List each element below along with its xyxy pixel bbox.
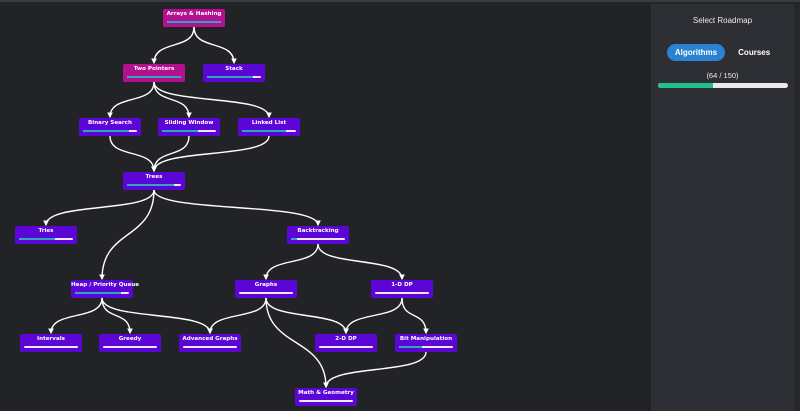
roadmap-node-tries[interactable]: Tries — [15, 226, 77, 244]
edge-graphs-to-math — [265, 297, 329, 389]
edge-heap-to-intervals — [48, 297, 103, 335]
edge-twopointers-to-sliding — [153, 81, 192, 119]
node-label: Arrays & Hashing — [166, 11, 222, 17]
progress-count: (64 / 150) — [706, 71, 739, 80]
roadmap-node-binary[interactable]: Binary Search — [79, 118, 141, 136]
edge-dp1-to-bit — [401, 297, 429, 335]
edge-arrays-to-twopointers — [151, 26, 195, 65]
node-progress-bar — [207, 76, 261, 78]
node-progress-fill — [399, 346, 422, 348]
node-progress-bar — [127, 76, 181, 78]
node-label: Backtracking — [297, 228, 339, 234]
node-label: Math & Geometry — [298, 390, 354, 396]
node-progress-fill — [127, 184, 174, 186]
tab-algorithms[interactable]: Algorithms — [666, 44, 726, 61]
node-label: Intervals — [37, 336, 65, 342]
node-progress-bar — [183, 346, 237, 348]
node-progress-bar — [167, 21, 221, 23]
edge-bit-to-math — [323, 351, 427, 389]
node-progress-bar — [75, 292, 129, 294]
node-progress-bar — [399, 346, 453, 348]
node-progress-bar — [83, 130, 137, 132]
node-progress-bar — [375, 292, 429, 294]
node-progress-fill — [83, 130, 129, 132]
node-label: Greedy — [118, 336, 142, 342]
roadmap-node-stack[interactable]: Stack — [203, 64, 265, 82]
node-progress-fill — [162, 130, 199, 132]
node-progress-fill — [207, 76, 254, 78]
node-progress-bar — [242, 130, 296, 132]
node-progress-bar — [239, 292, 293, 294]
roadmap-node-dp1[interactable]: 1-D DP — [371, 280, 433, 298]
roadmap-node-bit[interactable]: Bit Manipulation — [395, 334, 457, 352]
node-progress-bar — [127, 184, 181, 186]
node-label: Linked List — [251, 120, 287, 126]
roadmap-node-linked[interactable]: Linked List — [238, 118, 300, 136]
node-progress-bar — [319, 346, 373, 348]
roadmap-node-dp2[interactable]: 2-D DP — [315, 334, 377, 352]
roadmap-node-trees[interactable]: Trees — [123, 172, 185, 190]
edge-twopointers-to-linked — [153, 81, 272, 119]
roadmap-node-graphs[interactable]: Graphs — [235, 280, 297, 298]
node-progress-fill — [167, 21, 221, 23]
edge-twopointers-to-binary — [107, 81, 155, 119]
node-label: Tries — [38, 228, 54, 234]
roadmap-sidebar: Select Roadmap Algorithms Courses (64 / … — [651, 4, 794, 411]
roadmap-node-math[interactable]: Math & Geometry — [295, 388, 357, 406]
edge-dp1-to-dp2 — [343, 297, 403, 335]
roadmap-node-advgraphs[interactable]: Advanced Graphs — [179, 334, 241, 352]
edge-sliding-to-trees — [151, 135, 190, 173]
node-progress-bar — [19, 238, 73, 240]
node-progress-bar — [291, 238, 345, 240]
node-label: Trees — [145, 174, 163, 180]
edge-trees-to-heap — [99, 189, 155, 281]
roadmap-node-heap[interactable]: Heap / Priority Queue — [71, 280, 140, 298]
node-progress-fill — [291, 238, 297, 240]
edge-heap-to-advgraphs — [101, 297, 213, 335]
node-progress-bar — [299, 400, 353, 402]
roadmap-node-sliding[interactable]: Sliding Window — [158, 118, 220, 136]
edge-trees-to-tries — [43, 189, 155, 227]
node-label: Bit Manipulation — [399, 336, 453, 342]
node-progress-fill — [19, 238, 56, 240]
node-label: Sliding Window — [164, 120, 214, 126]
node-label: 2-D DP — [335, 336, 357, 342]
node-progress-bar — [162, 130, 216, 132]
tab-courses[interactable]: Courses — [738, 48, 771, 57]
overall-progress-bar — [658, 83, 788, 88]
node-label: Stack — [225, 66, 243, 72]
edge-backtracking-to-dp1 — [317, 243, 405, 281]
node-label: Binary Search — [88, 120, 132, 126]
node-progress-fill — [127, 76, 181, 78]
node-progress-bar — [103, 346, 157, 348]
roadmap-edges — [43, 26, 429, 389]
node-label: 1-D DP — [391, 282, 413, 288]
roadmap-tabs: Algorithms Courses — [651, 40, 794, 61]
node-progress-bar — [24, 346, 78, 348]
node-progress-fill — [242, 130, 287, 132]
edge-backtracking-to-graphs — [263, 243, 319, 281]
roadmap-node-backtracking[interactable]: Backtracking — [287, 226, 349, 244]
edge-graphs-to-advgraphs — [207, 297, 267, 335]
scrollbar-track[interactable] — [794, 4, 800, 411]
edge-linked-to-trees — [151, 135, 270, 173]
edge-graphs-to-dp2 — [265, 297, 349, 335]
node-label: Graphs — [254, 282, 278, 288]
sidebar-title: Select Roadmap — [692, 16, 753, 25]
edge-heap-to-greedy — [101, 297, 133, 335]
window-top-border — [0, 0, 800, 2]
edge-arrays-to-stack — [193, 26, 237, 65]
roadmap-node-twopointers[interactable]: Two Pointers — [123, 64, 185, 82]
node-progress-fill — [75, 292, 122, 294]
node-label: Two Pointers — [133, 66, 175, 72]
edge-trees-to-backtracking — [153, 189, 321, 227]
node-label: Heap / Priority Queue — [71, 282, 140, 288]
roadmap-node-intervals[interactable]: Intervals — [20, 334, 82, 352]
roadmap-node-arrays[interactable]: Arrays & Hashing — [163, 9, 225, 27]
edge-binary-to-trees — [109, 135, 157, 173]
node-label: Advanced Graphs — [182, 336, 238, 342]
roadmap-node-greedy[interactable]: Greedy — [99, 334, 161, 352]
overall-progress-fill — [658, 83, 714, 88]
